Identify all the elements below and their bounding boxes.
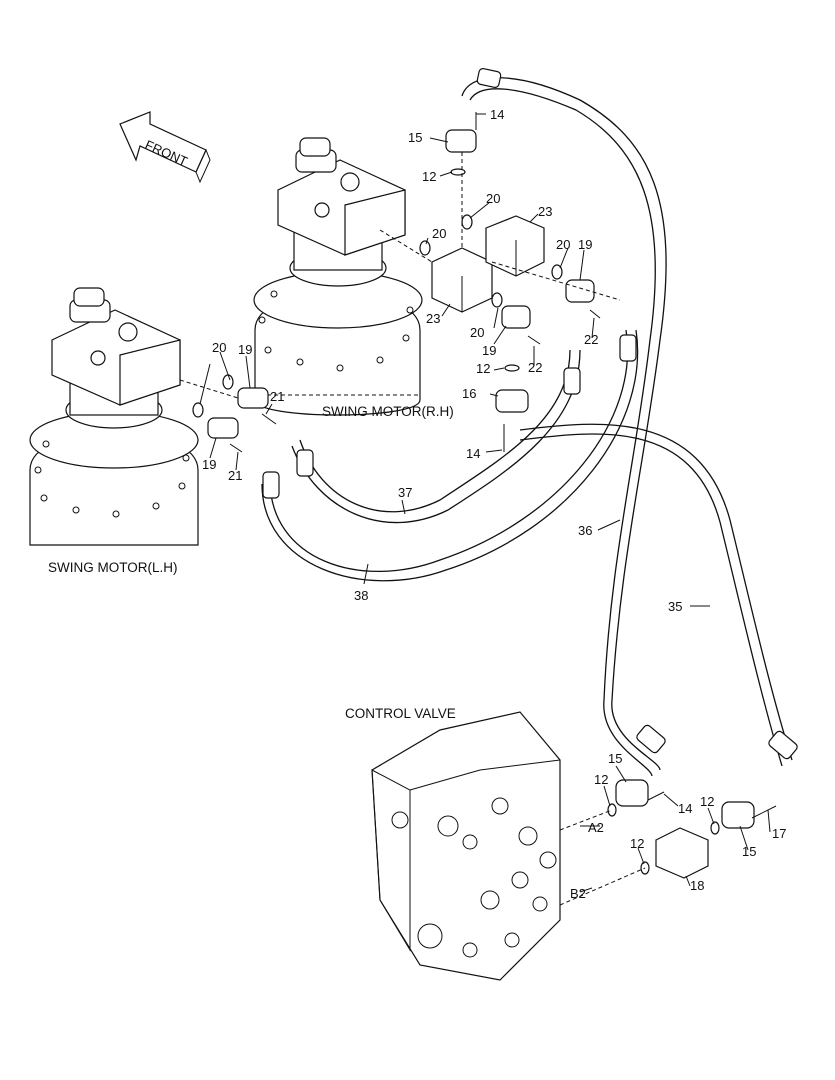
port-a2-label: A2: [588, 820, 604, 835]
callout-19: 19: [482, 343, 496, 358]
callout-19: 19: [578, 237, 592, 252]
swing-motor-rh: SWING MOTOR(R.H): [253, 137, 454, 419]
callout-38: 38: [354, 588, 368, 603]
callout-17: 17: [772, 826, 786, 841]
callout-14: 14: [490, 107, 504, 122]
leader-lines: [199, 113, 771, 893]
cv-fittings: [559, 779, 777, 906]
callout-12: 12: [476, 361, 490, 376]
callout-20: 20: [556, 237, 570, 252]
callout-14: 14: [466, 446, 480, 461]
callout-20: 20: [486, 191, 500, 206]
callout-21: 21: [228, 468, 242, 483]
callout-15: 15: [408, 130, 422, 145]
callout-21: 21: [270, 389, 284, 404]
callout-15: 15: [742, 844, 756, 859]
callout-22: 22: [528, 360, 542, 375]
callout-23: 23: [538, 204, 552, 219]
callout-23: 23: [426, 311, 440, 326]
callout-14: 14: [678, 801, 692, 816]
callout-20: 20: [432, 226, 446, 241]
control-valve-label: CONTROL VALVE: [345, 706, 456, 721]
callout-16: 16: [462, 386, 476, 401]
callout-18: 18: [690, 878, 704, 893]
hoses: [261, 68, 798, 777]
lh-fittings: [179, 374, 277, 453]
callout-numbers: 14 15 12 20 23 20 23 20 19 22 20 19 22 1…: [202, 107, 786, 893]
swing-motor-lh: SWING MOTOR(L.H): [29, 287, 199, 575]
callout-19: 19: [238, 342, 252, 357]
callout-12: 12: [630, 836, 644, 851]
front-arrow: FRONT: [119, 111, 211, 184]
swing-motor-lh-label: SWING MOTOR(L.H): [48, 560, 178, 575]
callout-12: 12: [700, 794, 714, 809]
callout-36: 36: [578, 523, 592, 538]
port-b2-label: B2: [570, 886, 586, 901]
callout-37: 37: [398, 485, 412, 500]
rh-fittings: [379, 112, 621, 452]
callout-22: 22: [584, 332, 598, 347]
callout-35: 35: [668, 599, 682, 614]
callout-15: 15: [608, 751, 622, 766]
callout-20: 20: [212, 340, 226, 355]
callout-19: 19: [202, 457, 216, 472]
control-valve: CONTROL VALVE A2 B2: [345, 706, 604, 981]
swing-motor-rh-label: SWING MOTOR(R.H): [322, 404, 454, 419]
callout-20: 20: [470, 325, 484, 340]
callout-12: 12: [594, 772, 608, 787]
callout-12: 12: [422, 169, 436, 184]
